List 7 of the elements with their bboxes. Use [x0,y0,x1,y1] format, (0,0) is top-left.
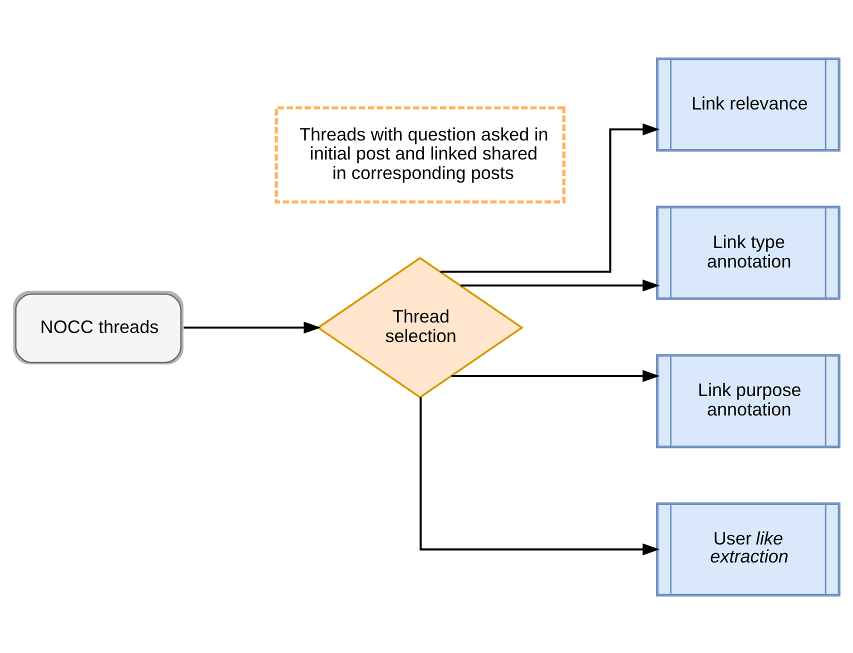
arrow [420,396,660,555]
arrow [184,321,321,334]
arrow [452,370,660,382]
node-box: Threads with question asked in initial post and linked shared in corresponding posts [274,106,566,204]
node-diamond: Thread selection [316,256,524,398]
arrow [460,279,660,291]
arrow [440,122,660,272]
